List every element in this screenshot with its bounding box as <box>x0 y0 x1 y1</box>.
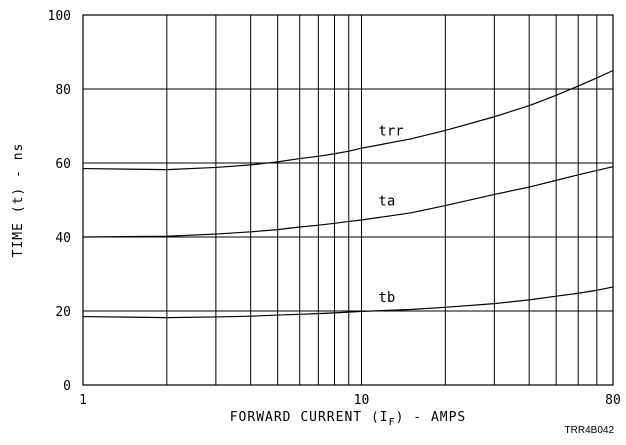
x-tick-label: 10 <box>354 393 370 408</box>
x-axis-title-subscript: F <box>389 417 396 428</box>
curve-layer <box>82 69 614 319</box>
x-tick-label: 1 <box>79 393 87 408</box>
series-line-ta <box>82 166 614 238</box>
x-axis-title-suffix: ) - AMPS <box>396 410 467 425</box>
series-label-tb: tb <box>378 290 395 306</box>
y-tick-label: 40 <box>55 231 71 246</box>
series-label-ta: ta <box>378 194 395 210</box>
y-axis-title: TIME (t) - ns <box>11 143 26 258</box>
x-tick-label: 80 <box>605 393 621 408</box>
y-tick-label: 100 <box>48 9 71 24</box>
figure-code: TRR4B042 <box>565 425 615 436</box>
y-tick-label: 60 <box>55 157 71 172</box>
tick-layer: 1 10 80 0 20 40 60 80 100 <box>48 9 621 408</box>
series-label-trr: trr <box>378 123 403 139</box>
series-line-tb <box>82 286 614 319</box>
label-layer: trr ta tb <box>378 123 403 306</box>
series-line-trr <box>82 69 614 171</box>
x-axis-title: FORWARD CURRENT (IF) - AMPS <box>230 410 467 428</box>
y-tick-label: 0 <box>63 379 71 394</box>
y-tick-label: 80 <box>55 83 71 98</box>
plot-frame <box>82 14 614 386</box>
y-tick-label: 20 <box>55 305 71 320</box>
grid-layer <box>82 14 614 386</box>
